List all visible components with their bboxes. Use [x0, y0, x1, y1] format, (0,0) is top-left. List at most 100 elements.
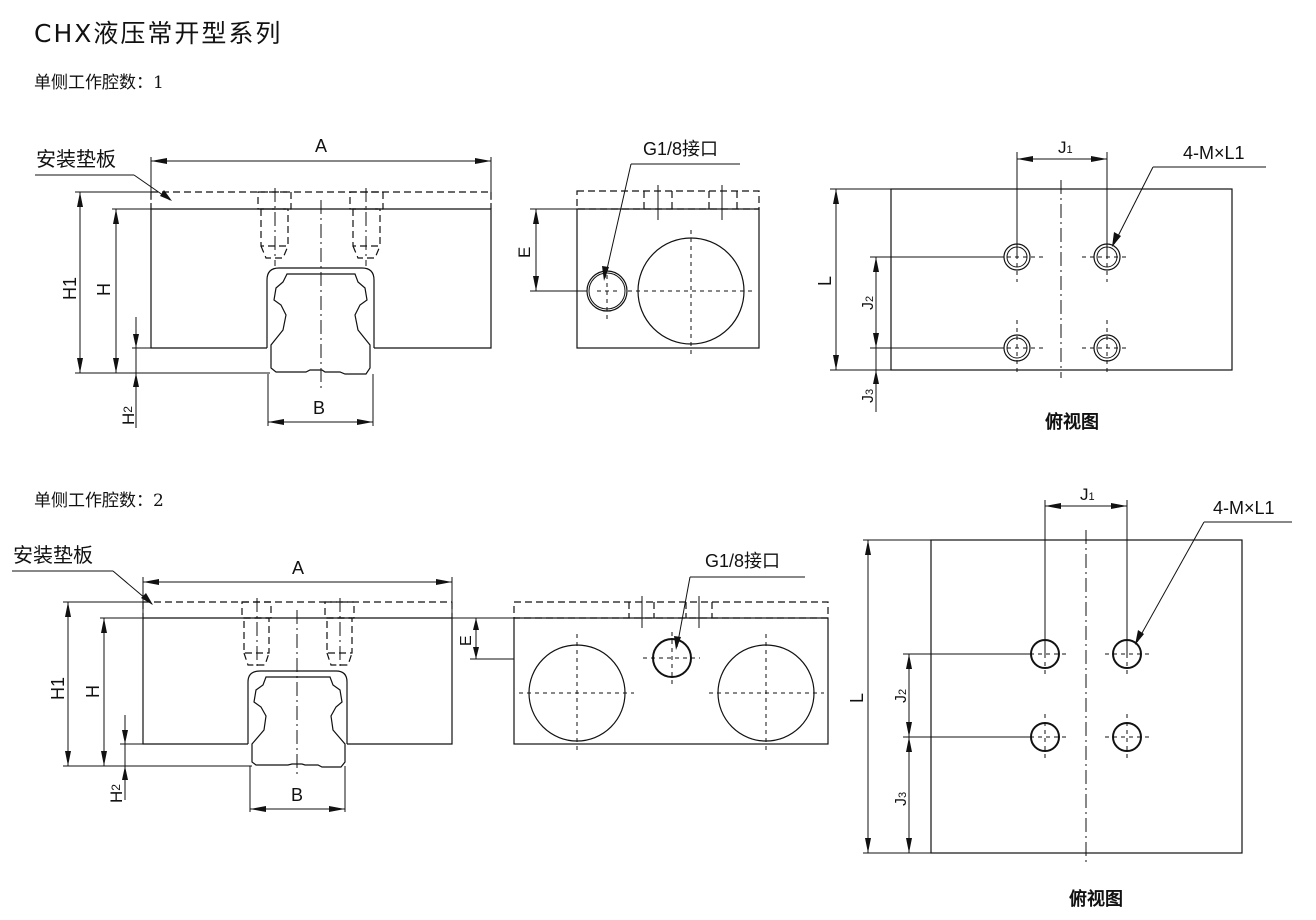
section-2-front-view: 安装垫板 A H1 — [12, 544, 514, 812]
dim-label-H2: H2 — [119, 406, 138, 425]
arrowhead — [268, 419, 284, 425]
dim-label-B: B — [291, 785, 303, 805]
arrowhead — [1091, 156, 1107, 162]
dim-label-A: A — [292, 558, 304, 578]
guide-rail-profile — [270, 273, 371, 375]
arrowhead — [77, 192, 83, 207]
dim-label-J2: J2 — [860, 296, 877, 310]
arrowhead — [906, 838, 912, 853]
arrowhead — [101, 751, 107, 766]
rail-slot — [247, 670, 348, 744]
arrowhead — [436, 579, 452, 585]
mounting-hole — [1082, 243, 1130, 282]
port-label-g18: G1/8接口 — [705, 551, 780, 571]
bolt-tip-hidden — [352, 245, 381, 259]
arrowhead — [133, 334, 139, 348]
leader-arrow — [160, 190, 172, 201]
arrowhead — [151, 158, 167, 164]
mounting-hole — [1082, 320, 1130, 372]
dim-label-J3: J3 — [860, 389, 877, 403]
leader-line — [604, 163, 632, 279]
arrowhead — [65, 602, 71, 617]
arrowhead — [77, 358, 83, 373]
top-view-caption: 俯视图 — [1069, 888, 1123, 909]
arrowhead — [473, 647, 479, 659]
mounting-plate-label: 安装垫板 — [36, 148, 116, 171]
arrowhead — [906, 737, 912, 752]
section-1-front-view: 安装垫板 A — [35, 136, 492, 428]
arrowhead — [133, 373, 139, 387]
section-1-subtitle: 单侧工作腔数：1 — [34, 73, 164, 93]
arrowhead — [833, 355, 839, 370]
dim-label-E: E — [458, 635, 475, 646]
arrowhead — [122, 766, 128, 780]
leader-arrow — [1135, 630, 1144, 645]
dim-label-A: A — [315, 136, 327, 156]
dim-label-H1: H1 — [60, 277, 80, 300]
arrowhead — [1111, 503, 1127, 509]
mounting-hole — [1003, 243, 1043, 282]
mounting-hole — [1105, 714, 1150, 760]
clamp-body-outline — [142, 618, 248, 745]
bolt-tip-hidden — [260, 245, 289, 259]
section-1-side-view: G1/8接口 E — [515, 139, 760, 355]
hole-spec-label: 4-M×L1 — [1183, 143, 1245, 163]
top-view-caption: 俯视图 — [1045, 411, 1099, 432]
arrowhead — [329, 806, 345, 812]
arrowhead — [865, 540, 871, 555]
arrowhead — [873, 333, 879, 348]
mounting-plate-label: 安装垫板 — [13, 544, 93, 567]
leader-arrow — [674, 636, 681, 650]
arrowhead — [113, 209, 119, 224]
leader-arrow — [1112, 232, 1121, 247]
arrowhead — [906, 722, 912, 737]
dim-label-J1: J1 — [1080, 485, 1095, 504]
mounting-hole — [1003, 320, 1043, 372]
dim-label-H: H — [94, 283, 114, 296]
section-2-subtitle: 单侧工作腔数：2 — [34, 491, 164, 511]
guide-rail-profile — [251, 676, 346, 768]
dim-label-J3: J3 — [893, 792, 910, 806]
arrowhead — [1045, 503, 1061, 509]
mounting-hole — [1030, 638, 1068, 678]
bolt-tip-hidden — [326, 652, 353, 666]
arrowhead — [533, 209, 539, 224]
dim-label-J1: J1 — [1058, 138, 1073, 157]
arrowhead — [833, 189, 839, 204]
clamp-body-side — [576, 208, 760, 349]
page-title: CHX液压常开型系列 — [34, 19, 283, 48]
arrowhead — [865, 838, 871, 853]
arrowhead — [533, 276, 539, 291]
mounting-hole — [1030, 714, 1068, 760]
arrowhead — [475, 158, 491, 164]
dim-label-L: L — [847, 693, 867, 703]
arrowhead — [357, 419, 373, 425]
clamp-body-side — [513, 617, 829, 745]
leader-line — [1113, 166, 1154, 245]
section-2-top-view: J1 4-M×L1 L J2 J3 俯视图 — [847, 485, 1292, 909]
hole-spec-label: 4-M×L1 — [1213, 498, 1275, 518]
dim-label-J2: J2 — [893, 689, 910, 703]
dim-label-E: E — [515, 247, 534, 258]
dim-label-L: L — [815, 276, 835, 286]
dim-label-H1: H1 — [48, 677, 68, 700]
leader-line — [1136, 521, 1205, 643]
mounting-plate-outline — [576, 190, 760, 210]
leader-line — [676, 576, 691, 648]
section-1-top-view: J1 4-M×L1 L J2 J3 俯视图 — [815, 138, 1266, 432]
arrowhead — [873, 257, 879, 272]
arrowhead — [250, 806, 266, 812]
dim-label-H: H — [83, 685, 103, 698]
port-label-g18: G1/8接口 — [643, 139, 718, 159]
section-2-side-view: G1/8接口 — [513, 551, 829, 750]
arrowhead — [873, 370, 879, 384]
bolt-tip-hidden — [243, 652, 270, 666]
arrowhead — [113, 358, 119, 373]
mounting-plate-outline — [513, 601, 829, 619]
dim-label-B: B — [313, 398, 325, 418]
arrowhead — [122, 730, 128, 744]
arrowhead — [101, 618, 107, 633]
arrowhead — [1017, 156, 1033, 162]
dim-label-H2: H2 — [107, 784, 126, 803]
